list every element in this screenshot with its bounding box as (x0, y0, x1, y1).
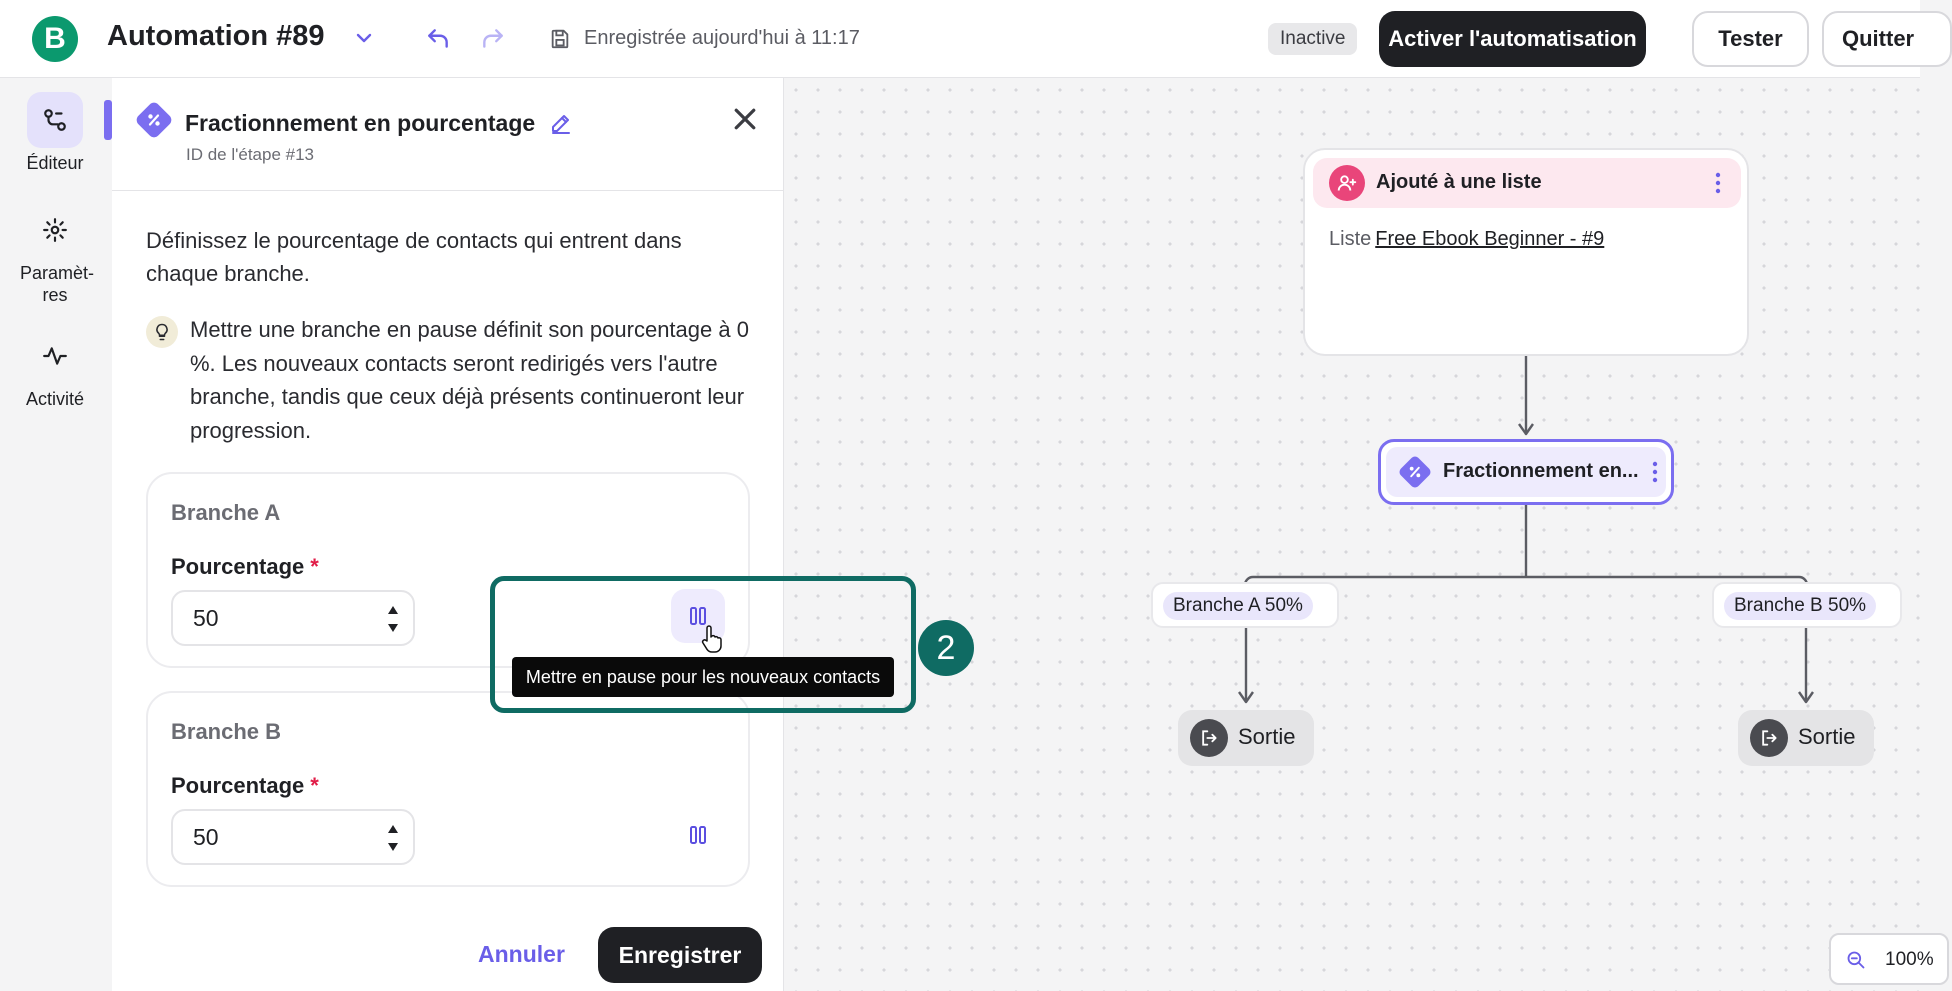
branch-b-label[interactable]: Branche B 50% (1712, 582, 1902, 628)
pause-icon (690, 607, 706, 625)
pause-branch-b-button[interactable] (671, 808, 725, 862)
branch-a-card: Branche A Pourcentage* 50 (146, 472, 750, 668)
panel-description: Définissez le pourcentage de contacts qu… (146, 228, 682, 286)
split-node-inner: Fractionnement en... (1386, 447, 1666, 497)
pencil-icon[interactable] (549, 111, 573, 135)
nav-label: Paramèt-res (20, 263, 95, 305)
lightbulb-icon (146, 316, 178, 348)
more-menu-icon[interactable] (1708, 170, 1728, 196)
nav-label: Activité (25, 389, 85, 409)
top-bar: B Automation #89 Enregistrée aujourd'hui… (0, 0, 1952, 78)
branch-name: Branche A (171, 500, 281, 525)
step-settings-panel: Fractionnement en pourcentage ID de l'ét… (112, 78, 784, 991)
chevron-down-icon[interactable] (352, 26, 376, 50)
split-node[interactable]: Fractionnement en... (1378, 439, 1674, 505)
trigger-header: Ajouté à une liste (1313, 158, 1741, 208)
gear-icon (27, 202, 83, 258)
percent-icon (136, 102, 172, 138)
workflow-icon (27, 92, 83, 148)
highlight-frame (490, 576, 916, 713)
exit-node-a[interactable]: Sortie (1178, 710, 1314, 766)
step-number-badge: 2 (918, 620, 974, 676)
pause-icon (690, 826, 706, 844)
panel-title: Fractionnement en pourcentage (185, 110, 536, 136)
save-icon (551, 29, 569, 49)
branch-name: Branche B (171, 719, 282, 744)
hand-cursor-icon (701, 625, 722, 653)
exit-icon (1750, 719, 1788, 757)
save-status: Enregistrée aujourd'hui à 11:17 (584, 27, 860, 49)
exit-label: Sortie (1798, 724, 1856, 749)
stepper-icon[interactable] (385, 819, 401, 857)
pause-tooltip: Mettre en pause pour les nouveaux contac… (512, 657, 894, 697)
status-badge: Inactive (1268, 23, 1358, 55)
redo-icon[interactable] (480, 26, 506, 52)
zoom-level: 100% (1885, 949, 1934, 970)
zoom-out-icon[interactable] (1846, 950, 1866, 970)
brand-logo[interactable]: B (32, 16, 78, 62)
nav-item-settings[interactable]: Paramèt-res (0, 202, 110, 306)
left-nav: Éditeur Paramèt-res Activité (0, 78, 112, 991)
percentage-value: 50 (193, 604, 219, 631)
branch-b-card: Branche B Pourcentage* 50 (146, 691, 750, 887)
exit-node-b[interactable]: Sortie (1738, 710, 1874, 766)
exit-label: Sortie (1238, 724, 1296, 749)
percentage-input-a[interactable]: 50 (171, 590, 415, 646)
cancel-button[interactable]: Annuler (478, 941, 565, 967)
add-user-icon (1329, 165, 1365, 201)
automation-title[interactable]: Automation #89 (107, 20, 325, 52)
step-id: ID de l'étape #13 (186, 145, 315, 164)
undo-icon[interactable] (425, 26, 451, 52)
list-prefix: Liste (1329, 228, 1372, 250)
nav-label: Éditeur (26, 153, 84, 173)
nav-item-editor[interactable]: Éditeur (0, 92, 110, 174)
stepper-icon[interactable] (385, 600, 401, 638)
branch-a-text: Branche A 50% (1163, 592, 1313, 620)
required-mark: * (310, 773, 319, 798)
percentage-label-text: Pourcentage (171, 554, 305, 579)
panel-header: Fractionnement en pourcentage ID de l'ét… (112, 78, 784, 191)
save-button[interactable]: Enregistrer (598, 927, 762, 983)
list-link[interactable]: Free Ebook Beginner - #9 (1375, 228, 1605, 250)
branch-b-text: Branche B 50% (1724, 592, 1877, 620)
exit-icon (1190, 719, 1228, 757)
pause-tip: Mettre une branche en pause définit son … (190, 317, 749, 443)
percentage-input-b[interactable]: 50 (171, 809, 415, 865)
activity-icon (27, 328, 83, 384)
split-node-title: Fractionnement en... (1443, 460, 1639, 482)
percentage-label-text: Pourcentage (171, 773, 305, 798)
pause-branch-a-button[interactable] (671, 589, 725, 643)
percentage-value: 50 (193, 823, 219, 850)
active-indicator (104, 100, 112, 140)
required-mark: * (310, 554, 319, 579)
percentage-label: Pourcentage* (171, 554, 319, 580)
more-menu-icon[interactable] (1648, 459, 1662, 485)
trigger-title: Ajouté à une liste (1376, 171, 1542, 193)
zoom-control[interactable]: 100% (1829, 933, 1949, 985)
branch-a-label[interactable]: Branche A 50% (1151, 582, 1339, 628)
percent-icon (1399, 456, 1431, 488)
test-button[interactable]: Tester (1692, 11, 1809, 67)
nav-item-activity[interactable]: Activité (0, 328, 110, 410)
close-icon[interactable] (730, 104, 760, 134)
quit-button[interactable]: Quitter (1822, 11, 1952, 67)
activate-automation-button[interactable]: Activer l'automatisation (1379, 11, 1646, 67)
percentage-label: Pourcentage* (171, 773, 319, 799)
